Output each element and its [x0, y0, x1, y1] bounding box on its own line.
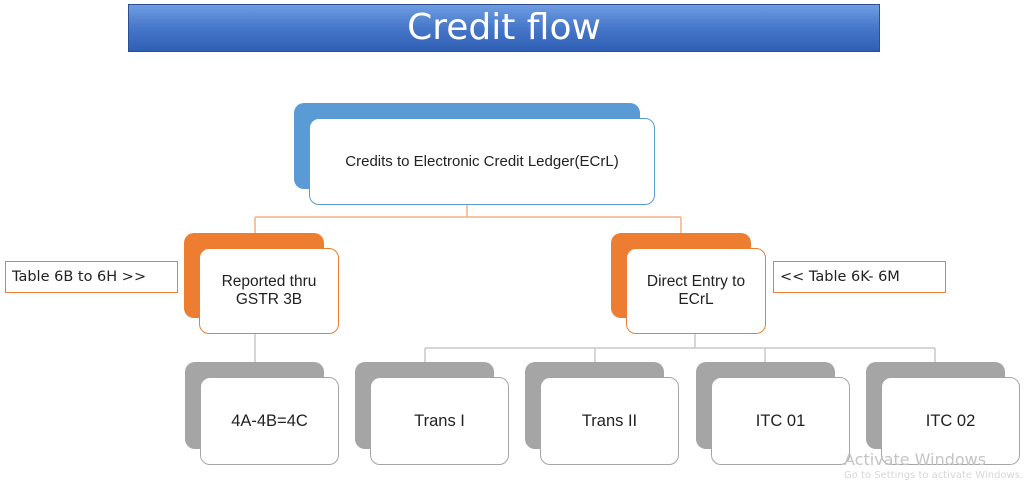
- leaf-node-itc-01: ITC 01: [711, 377, 850, 465]
- leaf-node-trans-1: Trans I: [370, 377, 509, 465]
- leaf-node-label: 4A-4B=4C: [231, 411, 308, 430]
- title-banner: Credit flow: [128, 4, 880, 52]
- right-note-text: << Table 6K- 6M: [780, 269, 900, 285]
- left-note-text: Table 6B to 6H >>: [12, 269, 147, 285]
- leaf-node-itc-02: ITC 02: [881, 377, 1020, 465]
- root-node-label: Credits to Electronic Credit Ledger(ECrL…: [345, 153, 619, 170]
- left-node-label-line1: Reported thru: [221, 273, 317, 290]
- leaf-node-label: Trans I: [414, 411, 465, 430]
- right-node-label-line2: ECrL: [678, 291, 714, 308]
- right-node-label-line1: Direct Entry to: [646, 273, 746, 290]
- root-node: Credits to Electronic Credit Ledger(ECrL…: [309, 118, 655, 205]
- right-note: << Table 6K- 6M: [773, 261, 946, 293]
- activate-windows-subtext: Go to Settings to activate Windows.: [844, 470, 1024, 481]
- leaf-node-label: ITC 02: [925, 411, 976, 430]
- left-node: Reported thru GSTR 3B: [199, 248, 339, 334]
- leaf-node-label: Trans II: [581, 411, 638, 430]
- leaf-node-label: ITC 01: [755, 411, 806, 430]
- left-node-label-line2: GSTR 3B: [235, 291, 303, 308]
- right-node: Direct Entry to ECrL: [626, 248, 766, 334]
- leaf-node-4a4b: 4A-4B=4C: [200, 377, 339, 465]
- activate-windows-watermark: Activate Windows: [844, 450, 987, 469]
- leaf-node-trans-2: Trans II: [540, 377, 679, 465]
- left-note: Table 6B to 6H >>: [5, 261, 178, 293]
